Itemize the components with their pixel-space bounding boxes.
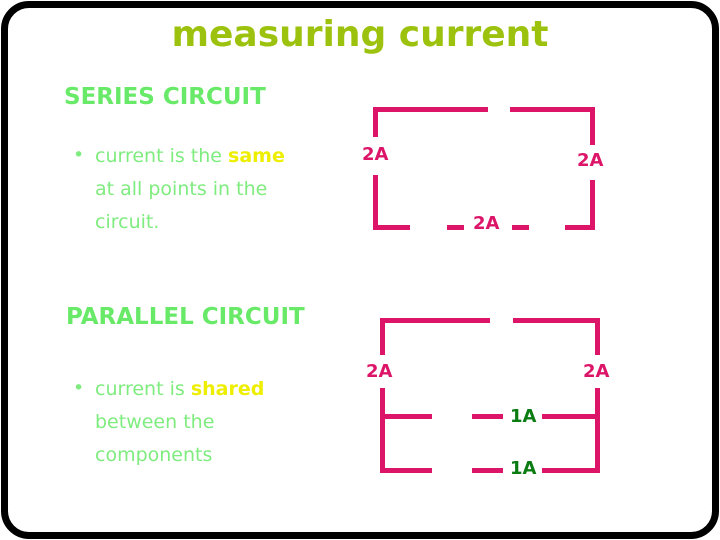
branch1-wire-right: [542, 414, 600, 419]
series-circuit-heading: SERIES CIRCUIT: [64, 84, 266, 110]
slide-title: measuring current: [171, 14, 549, 55]
wire-left-lower: [380, 388, 385, 473]
parallel-left-current-label: 2A: [366, 361, 393, 382]
branch1-current-label: 1A: [510, 406, 537, 427]
ammeter-dash-left: [447, 225, 464, 230]
series-bottom-current-label: 2A: [473, 213, 500, 234]
wire-right-lower: [595, 388, 600, 473]
series-bullet-line1-pre: current is the: [95, 145, 229, 167]
series-circuit-diagram: 2A 2A 2A: [360, 100, 604, 240]
branch1-wire-left: [380, 414, 432, 419]
series-bullet-text: current is the same at all points in the…: [95, 140, 285, 239]
parallel-right-current-label: 2A: [583, 361, 610, 382]
series-bullet-highlight: same: [228, 145, 285, 167]
branch2-current-label: 1A: [510, 458, 537, 479]
wire-bottom-right: [565, 225, 595, 230]
parallel-bullet-line-3: components: [95, 444, 213, 466]
wire-right-upper: [595, 318, 600, 355]
ammeter-dash-right: [512, 225, 529, 230]
parallel-bullet-text: current is shared between the components: [95, 373, 264, 472]
parallel-circuit-diagram: 2A 2A 1A 1A: [360, 310, 609, 480]
branch2-wire-right: [542, 468, 600, 473]
wire-bottom-left: [373, 225, 410, 230]
series-bullet-line-2: at all points in the: [95, 178, 268, 200]
branch1-ammeter-dash: [472, 414, 503, 419]
bullet-marker: •: [73, 377, 85, 399]
wire-right-upper: [590, 107, 595, 145]
parallel-circuit-heading: PARALLEL CIRCUIT: [66, 304, 305, 330]
series-bullet-line-3: circuit.: [95, 211, 160, 233]
series-right-current-label: 2A: [577, 150, 604, 171]
wire-top-right: [510, 107, 595, 112]
wire-left-upper: [373, 107, 378, 137]
wire-left-upper: [380, 318, 385, 355]
parallel-bullet-highlight: shared: [190, 378, 265, 400]
wire-top-right: [513, 318, 600, 323]
series-bullet-line-1: current is the same: [95, 140, 285, 173]
wire-left-lower: [373, 175, 378, 230]
parallel-bullet-line-1: current is shared: [95, 373, 264, 406]
branch2-wire-left: [380, 468, 432, 473]
parallel-bullet-line1-pre: current is: [95, 378, 191, 400]
bullet-marker: •: [73, 144, 85, 166]
branch2-ammeter-dash: [472, 468, 503, 473]
series-left-current-label: 2A: [362, 144, 389, 165]
wire-right-lower: [590, 180, 595, 230]
wire-top-left: [380, 318, 490, 323]
parallel-bullet-line-2: between the: [95, 411, 215, 433]
wire-top-left: [373, 107, 488, 112]
